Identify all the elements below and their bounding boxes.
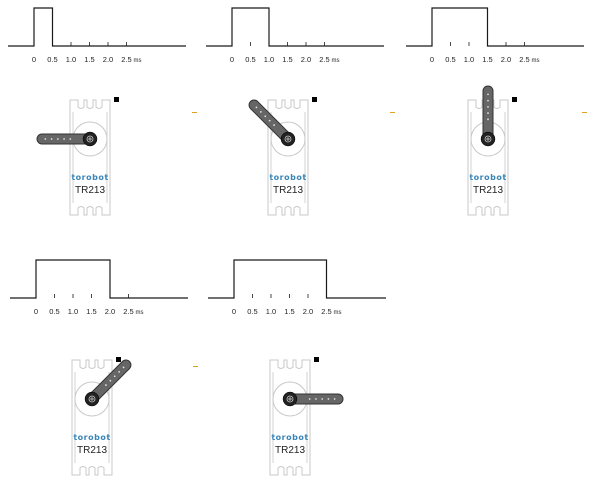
tick-label: 2.5: [319, 55, 329, 64]
tick-label: 0.5: [445, 55, 455, 64]
pwm-pulse-line: [8, 7, 186, 47]
tick-label: 0: [34, 307, 38, 316]
servo-horn: [480, 85, 496, 147]
pwm-pulse-line: [208, 259, 386, 299]
model-label: TR213: [77, 445, 107, 456]
tick-label: 1.5: [482, 55, 492, 64]
corner-marker: [512, 97, 517, 102]
tick-label: 1.0: [68, 307, 78, 316]
tick-label: 2.5: [121, 55, 131, 64]
corner-marker: [114, 97, 119, 102]
tick-label: 0: [230, 55, 234, 64]
unit-label: ms: [136, 310, 144, 316]
corner-marker: [314, 357, 319, 362]
tick-label: 1.0: [264, 55, 274, 64]
brand-label: torobot: [271, 433, 308, 442]
pwm-pulse-line: [406, 7, 584, 47]
servo-body: [269, 359, 311, 476]
model-label: TR213: [473, 185, 503, 196]
tick-label: 0: [430, 55, 434, 64]
dash-mark: [193, 366, 198, 367]
brand-label: torobot: [269, 173, 306, 182]
pwm-pulse-line: [10, 259, 188, 299]
dash-mark: [390, 112, 395, 113]
tick-label: 1.5: [282, 55, 292, 64]
brand-label: torobot: [73, 433, 110, 442]
unit-label: ms: [134, 58, 142, 64]
brand-label: torobot: [469, 173, 506, 182]
brand-label: torobot: [71, 173, 108, 182]
tick-label: 2.0: [501, 55, 511, 64]
model-label: TR213: [273, 185, 303, 196]
servo-body: [69, 99, 111, 216]
tick-label: 2.0: [103, 55, 113, 64]
unit-label: ms: [332, 58, 340, 64]
tick-label: 1.5: [284, 307, 294, 316]
tick-label: 1.0: [66, 55, 76, 64]
tick-label: 0: [232, 307, 236, 316]
tick-label: 0.5: [245, 55, 255, 64]
tick-label: 2.0: [105, 307, 115, 316]
tick-label: 0.5: [47, 55, 57, 64]
servo-horn: [36, 131, 98, 147]
tick-label: 2.5: [321, 307, 331, 316]
tick-label: 0.5: [49, 307, 59, 316]
tick-label: 1.5: [86, 307, 96, 316]
unit-label: ms: [532, 58, 540, 64]
unit-label: ms: [334, 310, 342, 316]
corner-marker: [116, 357, 121, 362]
servo-horn: [282, 391, 344, 407]
tick-label: 1.0: [464, 55, 474, 64]
pwm-pulse-line: [206, 7, 384, 47]
model-label: TR213: [75, 185, 105, 196]
tick-label: 2.0: [303, 307, 313, 316]
tick-label: 2.0: [301, 55, 311, 64]
servo-horn: [248, 99, 296, 147]
model-label: TR213: [275, 445, 305, 456]
tick-label: 0.5: [247, 307, 257, 316]
tick-label: 2.5: [519, 55, 529, 64]
tick-label: 1.0: [266, 307, 276, 316]
tick-label: 0: [32, 55, 36, 64]
dash-mark: [582, 112, 587, 113]
corner-marker: [312, 97, 317, 102]
dash-mark: [192, 112, 197, 113]
tick-label: 2.5: [123, 307, 133, 316]
tick-label: 1.5: [84, 55, 94, 64]
servo-horn: [84, 359, 132, 407]
